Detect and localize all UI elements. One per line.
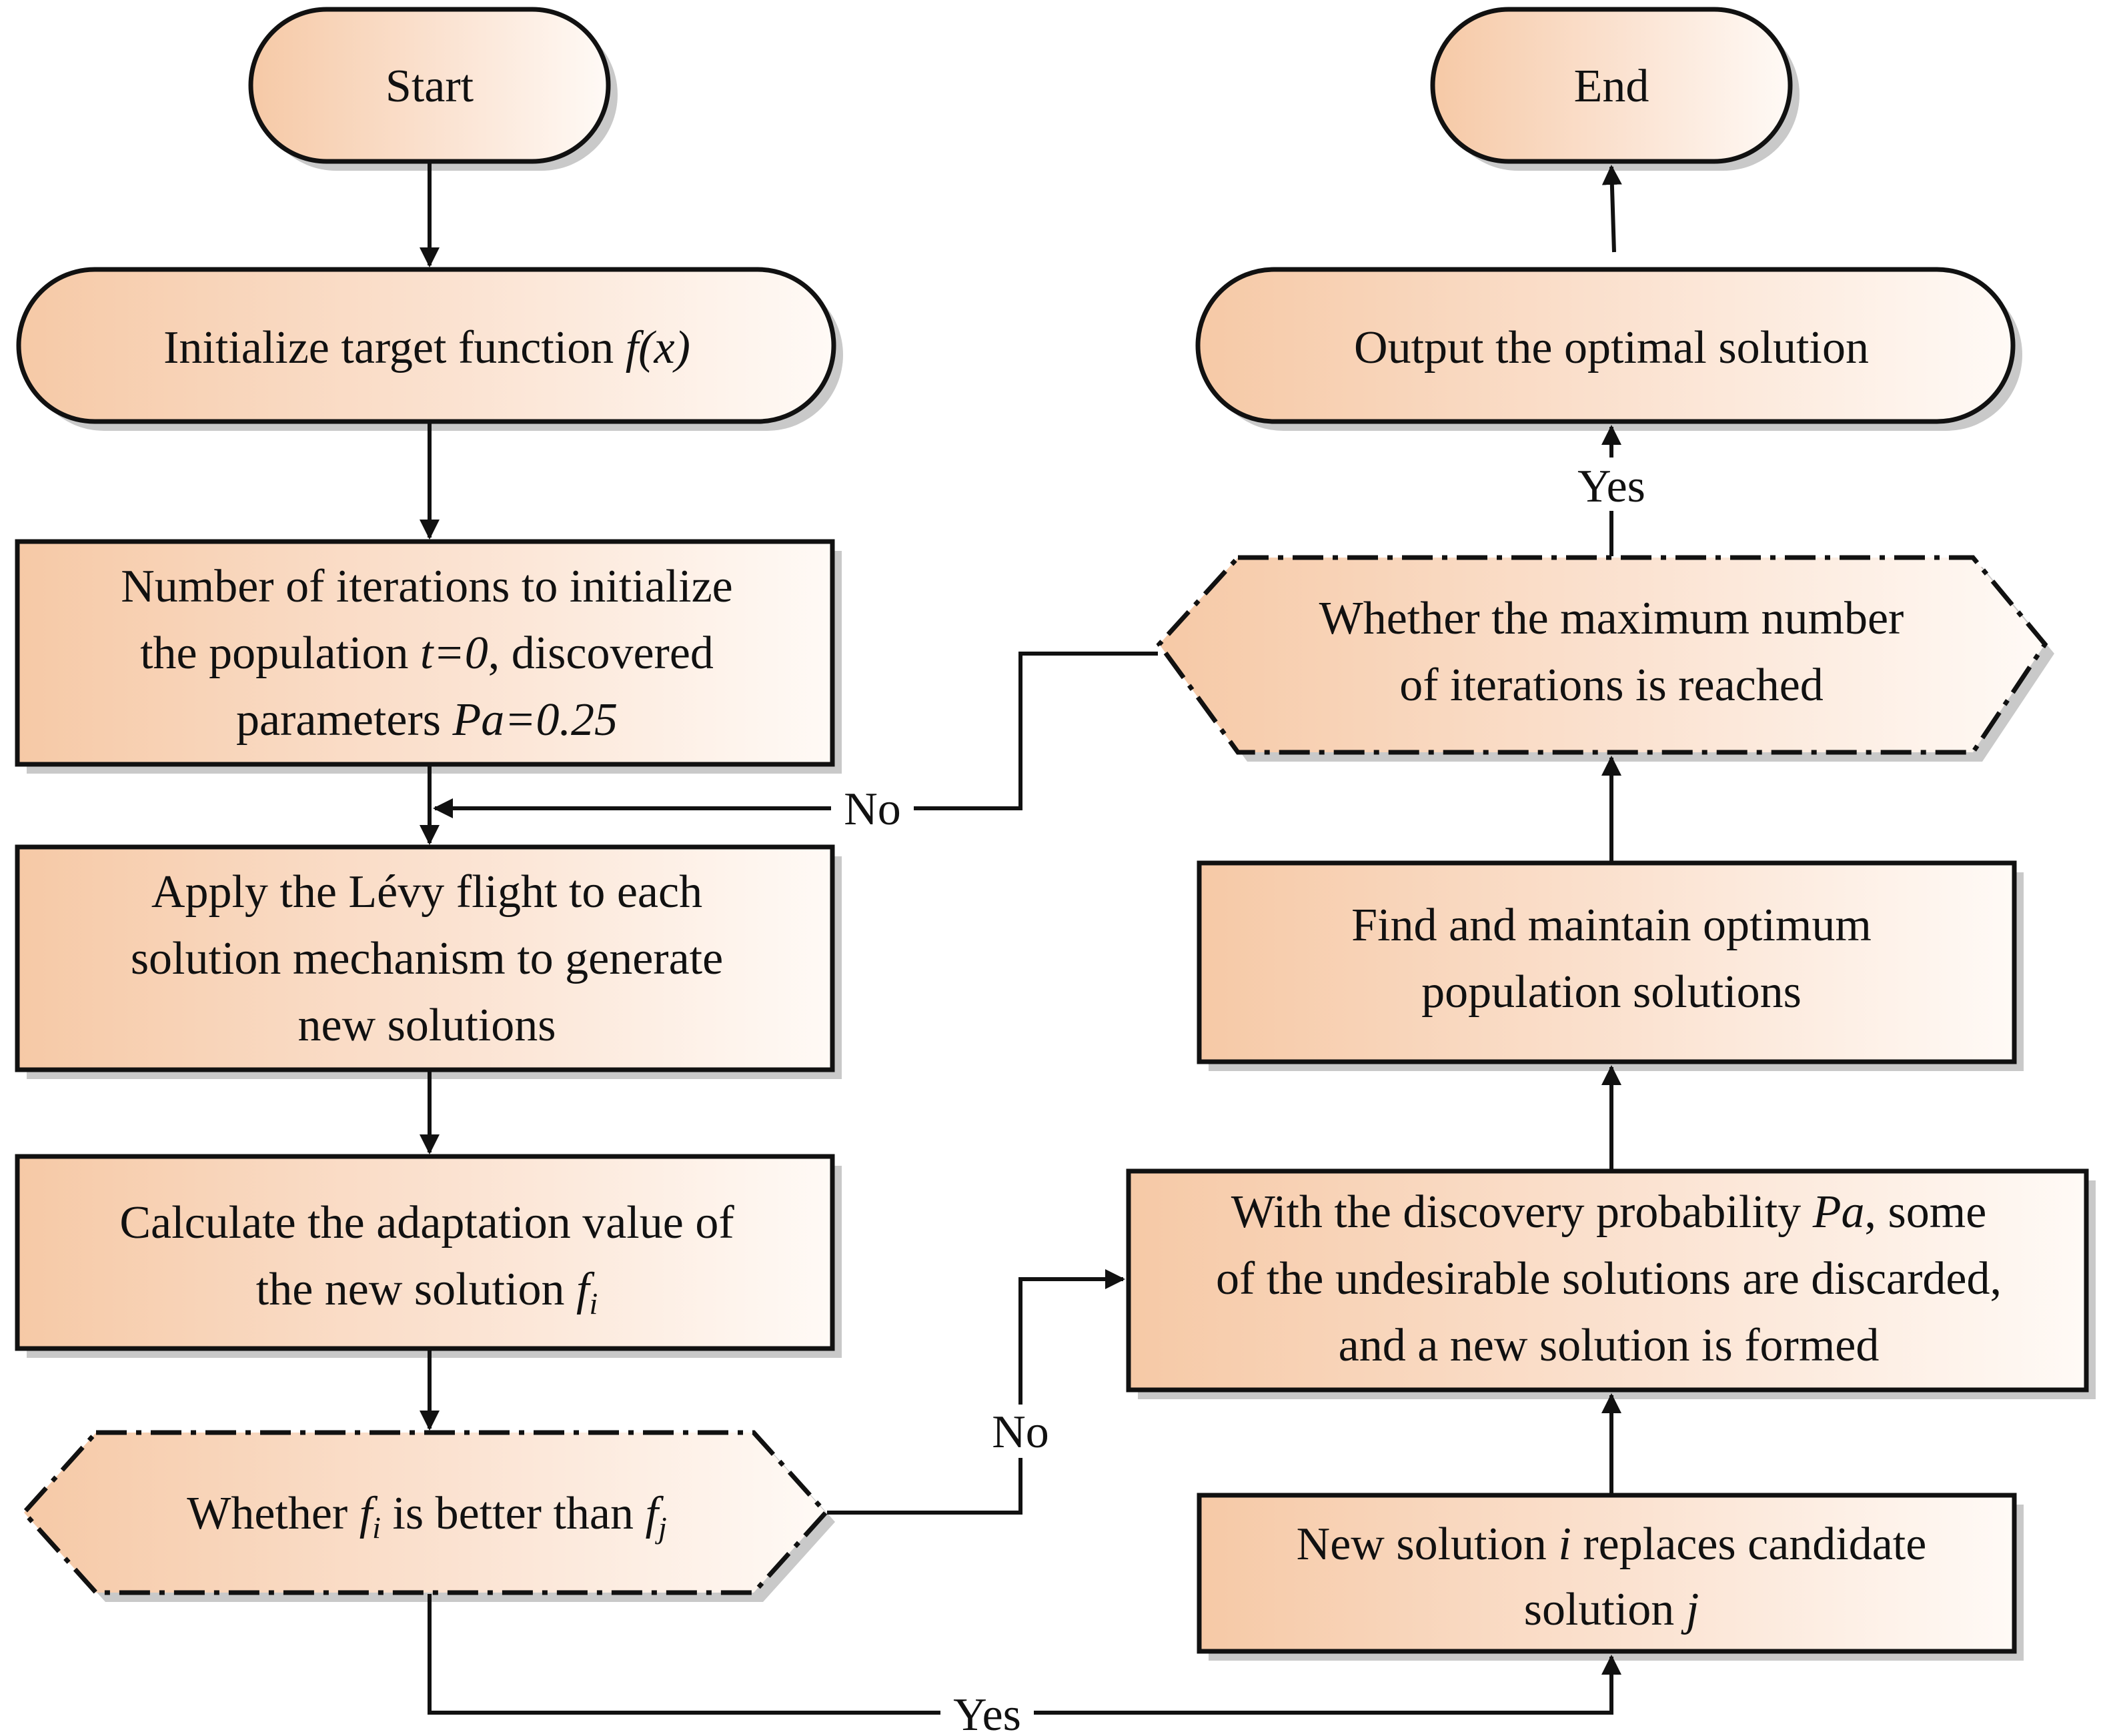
replace-line2-pre: solution bbox=[1524, 1584, 1686, 1635]
end-node: End bbox=[1430, 7, 1800, 171]
init-target-node: Initialize target function f(x) bbox=[16, 267, 843, 431]
discard-line2: of the undesirable solutions are discard… bbox=[1216, 1253, 2002, 1305]
init-population-line1: Number of iterations to initialize bbox=[121, 561, 733, 612]
init-population-node: Number of iterations to initialize the p… bbox=[15, 539, 842, 774]
init-population-line2-post: , discovered bbox=[488, 628, 714, 679]
max-iter-line2: of iterations is reached bbox=[1399, 660, 1824, 711]
edge-output-to-end bbox=[1601, 165, 1622, 253]
init-population-iter-expr: t=0 bbox=[420, 628, 488, 679]
levy-flight-line1: Apply the Lévy flight to each bbox=[151, 866, 702, 918]
max-iter-line1: Whether the maximum number bbox=[1319, 593, 1904, 644]
replace-line1-post: replaces candidate bbox=[1571, 1519, 1926, 1570]
end-label: End bbox=[1574, 61, 1649, 112]
levy-flight-line3: new solutions bbox=[298, 1000, 556, 1051]
replace-line2: solution j bbox=[1524, 1584, 1699, 1635]
calc-adaptation-line2-pre: the new solution bbox=[256, 1264, 576, 1315]
no-compare-bg bbox=[976, 1405, 1065, 1458]
compare-mid: is better than bbox=[381, 1488, 646, 1539]
calc-adaptation-line1: Calculate the adaptation value of bbox=[119, 1197, 734, 1248]
calc-adaptation-sub: i bbox=[589, 1286, 598, 1321]
discard-line1-pre: With the discovery probability bbox=[1231, 1186, 1813, 1238]
compare-sub-i: i bbox=[372, 1511, 381, 1545]
edge-label-no-max-iter: No bbox=[844, 784, 901, 835]
init-population-line2-pre: the population bbox=[140, 628, 420, 679]
maintain-line1: Find and maintain optimum bbox=[1351, 900, 1872, 951]
init-population-pa-expr: Pa=0.25 bbox=[452, 694, 618, 746]
edge-label-yes-max-iter: Yes bbox=[1577, 461, 1645, 512]
compare-sub-j: j bbox=[655, 1511, 667, 1545]
discard-pa-var: Pa bbox=[1812, 1186, 1865, 1238]
edge-compare-no-to-discard bbox=[827, 1269, 1125, 1515]
yes-bottom-bg bbox=[940, 1689, 1034, 1736]
init-population-line2: the population t=0, discovered bbox=[140, 628, 714, 679]
replace-line1: New solution i replaces candidate bbox=[1297, 1519, 1927, 1570]
calc-adaptation-node: Calculate the adaptation value of the ne… bbox=[15, 1154, 842, 1358]
init-target-text: Initialize target function bbox=[163, 322, 626, 373]
compare-pre: Whether bbox=[187, 1488, 359, 1539]
levy-flight-line2: solution mechanism to generate bbox=[131, 933, 723, 984]
start-node: Start bbox=[248, 7, 618, 171]
yes-max-iter-bg bbox=[1565, 458, 1658, 511]
max-iter-decision-node: Whether the maximum number of iterations… bbox=[1156, 555, 2054, 762]
maintain-node: Find and maintain optimum population sol… bbox=[1197, 860, 2024, 1071]
compare-label: Whether fi is better than fj bbox=[187, 1488, 667, 1545]
init-target-label: Initialize target function f(x) bbox=[163, 322, 690, 373]
replace-node: New solution i replaces candidate soluti… bbox=[1197, 1493, 2024, 1661]
discard-line1: With the discovery probability Pa, some bbox=[1231, 1186, 1987, 1238]
replace-line1-pre: New solution bbox=[1297, 1519, 1559, 1570]
output-label: Output the optimal solution bbox=[1354, 322, 1869, 373]
replace-var-i: i bbox=[1558, 1519, 1571, 1570]
edge-max-iter-no-loop bbox=[433, 652, 1158, 818]
discard-line3: and a new solution is formed bbox=[1339, 1320, 1880, 1371]
edge-label-no-compare: No bbox=[992, 1407, 1049, 1458]
no-max-iter-bg bbox=[831, 783, 914, 834]
maintain-line2: population solutions bbox=[1421, 966, 1802, 1018]
edge-label-yes-bottom: Yes bbox=[953, 1689, 1021, 1736]
levy-flight-node: Apply the Lévy flight to each solution m… bbox=[15, 844, 842, 1079]
discard-node: With the discovery probability Pa, some … bbox=[1126, 1168, 2096, 1399]
compare-decision-node: Whether fi is better than fj bbox=[21, 1430, 835, 1602]
init-population-line3-pre: parameters bbox=[236, 694, 453, 746]
calc-adaptation-line2: the new solution fi bbox=[256, 1264, 598, 1321]
output-node: Output the optimal solution bbox=[1195, 267, 2022, 431]
start-label: Start bbox=[386, 61, 474, 112]
discard-line1-post: , some bbox=[1865, 1186, 1987, 1238]
init-population-line3: parameters Pa=0.25 bbox=[236, 694, 618, 746]
init-target-expr: f(x) bbox=[626, 322, 690, 373]
